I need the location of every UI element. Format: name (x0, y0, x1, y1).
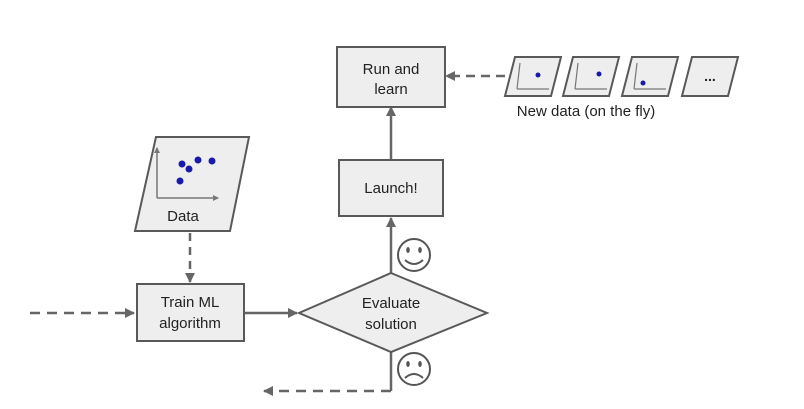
evaluate-label-line1: Evaluate (362, 295, 420, 312)
train-ml-label-line2: algorithm (159, 315, 221, 332)
new-data-item-more: ... (680, 56, 740, 97)
new-data-item-3 (620, 56, 680, 97)
launch-label: Launch! (364, 180, 417, 197)
new-data-item-2 (561, 56, 621, 97)
train-ml-box (136, 283, 245, 342)
launch-box (338, 159, 444, 217)
smiley-face-icon (397, 238, 431, 272)
run-and-learn-label-line2: learn (374, 81, 407, 98)
new-data-ellipsis: ... (704, 68, 716, 84)
sad-face-icon (397, 352, 431, 386)
new-data-caption: New data (on the fly) (517, 103, 655, 120)
train-ml-label-line1: Train ML (161, 294, 220, 311)
evaluate-diamond (296, 271, 490, 354)
data-label: Data (167, 208, 199, 225)
data-scatter-icon (154, 147, 219, 201)
data-parallelogram (133, 136, 251, 232)
new-data-item-1 (503, 56, 563, 97)
run-and-learn-label-line1: Run and (363, 61, 420, 78)
evaluate-label-line2: solution (365, 316, 417, 333)
run-and-learn-box (336, 46, 446, 108)
